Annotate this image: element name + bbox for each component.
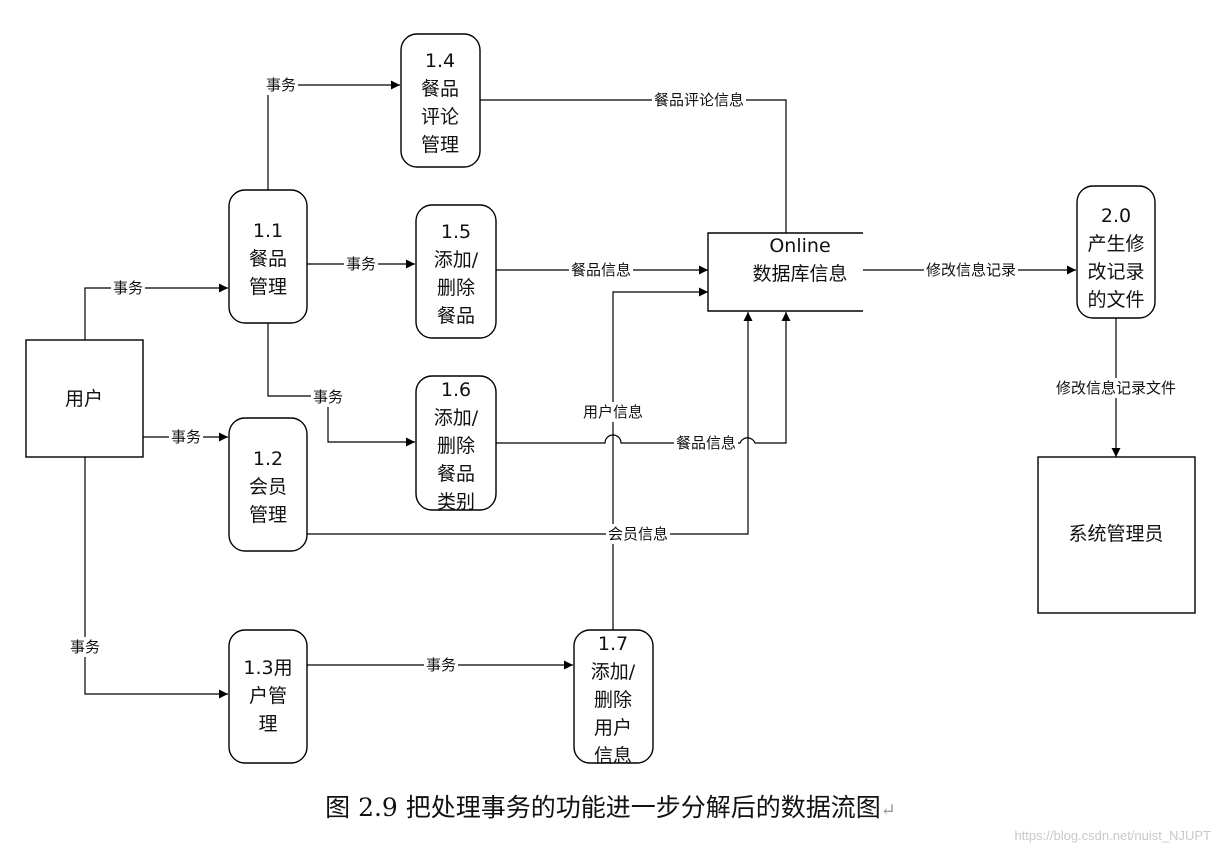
process-1-3 xyxy=(228,629,308,764)
flow-label-bg xyxy=(651,90,747,110)
flow-label-bg xyxy=(67,637,103,657)
flow-label-bg xyxy=(923,260,1019,280)
label-line: 理 xyxy=(258,713,277,735)
db-label: Online 数据库信息 xyxy=(752,235,847,285)
flow-label-bg xyxy=(605,524,671,544)
label-line: 删除 xyxy=(437,277,475,299)
label-line: Online xyxy=(769,235,830,257)
flow-1-7-to-db xyxy=(612,287,708,630)
label-line: 的文件 xyxy=(1087,289,1144,311)
process-1-4-label: 1.4 餐品评论管理 xyxy=(421,50,459,156)
flow-label: 事务 xyxy=(113,279,143,297)
process-2-0 xyxy=(1076,185,1156,319)
process-1-5-label: 1.5 添加/删除餐品 xyxy=(434,221,479,327)
flow-label: 事务 xyxy=(266,76,296,94)
label-line: 信息 xyxy=(594,745,632,767)
process-1-7-label: 1.7 添加/删除用户信息 xyxy=(591,633,636,767)
label-line: 1.6 xyxy=(441,379,471,401)
flow-label: 餐品信息 xyxy=(571,261,631,279)
flow-label-bg xyxy=(263,75,299,95)
label-line: 产生修 xyxy=(1087,233,1144,255)
flow-1-2-to-db xyxy=(307,312,753,535)
flow-label: 事务 xyxy=(313,388,343,406)
external-entity-admin xyxy=(1037,456,1196,614)
label-line: 数据库信息 xyxy=(752,263,847,285)
label-line: 1.3用 xyxy=(243,657,292,679)
label-line: 添加/ xyxy=(434,407,479,429)
process-1-1 xyxy=(228,189,308,324)
label-line: 餐品 xyxy=(437,463,475,485)
process-1-6-label: 1.6 添加/删除餐品类别 xyxy=(434,379,479,513)
user-label: 用户 xyxy=(65,388,103,410)
flow-label-bg xyxy=(310,387,346,407)
label-line: 添加/ xyxy=(434,249,479,271)
label-line: 添加/ xyxy=(591,661,636,683)
process-1-7 xyxy=(573,629,654,764)
flow-label-bg xyxy=(110,278,146,298)
label-line: 管理 xyxy=(421,134,459,156)
flow-label: 事务 xyxy=(70,638,100,656)
admin-label: 系统管理员 xyxy=(1068,523,1163,545)
data-store-db xyxy=(707,232,863,312)
flow-label-bg xyxy=(580,402,646,422)
process-2-0-label: 2.0 产生修改记录的文件 xyxy=(1087,205,1144,311)
label-line: 系统管理员 xyxy=(1068,523,1163,545)
external-entity-user xyxy=(25,339,144,458)
flow-label: 事务 xyxy=(346,255,376,273)
label-line: 2.0 xyxy=(1101,205,1131,227)
flow-label: 餐品评论信息 xyxy=(654,91,744,109)
flow-label: 修改信息记录 xyxy=(926,261,1016,279)
caption-text: 图 2.9 把处理事务的功能进一步分解后的数据流图 xyxy=(325,793,881,822)
flow-label-bg xyxy=(568,260,634,280)
flow-label: 事务 xyxy=(171,428,201,446)
process-1-5 xyxy=(415,204,497,339)
watermark: https://blog.csdn.net/nuist_NJUPT xyxy=(1014,828,1211,843)
process-1-6 xyxy=(415,375,497,511)
process-1-3-label: 1.3用户管理 xyxy=(243,657,292,735)
flow-user-to-1-1 xyxy=(84,283,228,340)
label-line: 餐品 xyxy=(249,248,287,270)
flow-1-1-to-1-4 xyxy=(267,80,400,190)
label-line: 用户 xyxy=(594,717,632,739)
flow-1-4-to-db xyxy=(480,99,787,233)
process-1-1-label: 1.1 餐品管理 xyxy=(249,220,287,298)
label-line: 用户 xyxy=(65,388,103,410)
figure-caption: 图 2.9 把处理事务的功能进一步分解后的数据流图↵ xyxy=(0,788,1221,824)
label-line: 删除 xyxy=(437,435,475,457)
paragraph-mark: ↵ xyxy=(880,800,896,821)
flow-label-bg xyxy=(673,433,739,453)
label-line: 管理 xyxy=(249,504,287,526)
flow-label: 事务 xyxy=(426,656,456,674)
label-line: 1.1 xyxy=(253,220,283,242)
label-line: 户管 xyxy=(249,685,287,707)
label-line: 删除 xyxy=(594,689,632,711)
label-line: 1.5 xyxy=(441,221,471,243)
process-1-4 xyxy=(400,33,481,168)
flow-label: 餐品信息 xyxy=(676,434,736,452)
flow-label: 会员信息 xyxy=(608,525,668,543)
process-1-2-label: 1.2 会员管理 xyxy=(249,448,287,526)
label-line: 评论 xyxy=(421,106,459,128)
label-line: 类别 xyxy=(437,491,475,513)
flow-label: 用户信息 xyxy=(583,403,643,421)
label-line: 改记录 xyxy=(1087,261,1144,283)
flow-label-bg xyxy=(168,427,204,447)
flow-user-to-1-3 xyxy=(84,457,228,699)
label-line: 餐品 xyxy=(437,305,475,327)
label-line: 餐品 xyxy=(421,78,459,100)
label-line: 管理 xyxy=(249,276,287,298)
flow-1-6-to-db xyxy=(496,312,791,444)
flow-label-bg xyxy=(343,254,379,274)
label-line: 1.4 xyxy=(425,50,455,72)
flow-label-bg xyxy=(423,655,459,675)
label-line: 会员 xyxy=(249,476,287,498)
label-line: 1.2 xyxy=(253,448,283,470)
process-1-2 xyxy=(228,417,308,552)
flow-label-bg xyxy=(1053,378,1179,398)
flow-label: 修改信息记录文件 xyxy=(1056,379,1176,397)
label-line: 1.7 xyxy=(598,633,628,655)
